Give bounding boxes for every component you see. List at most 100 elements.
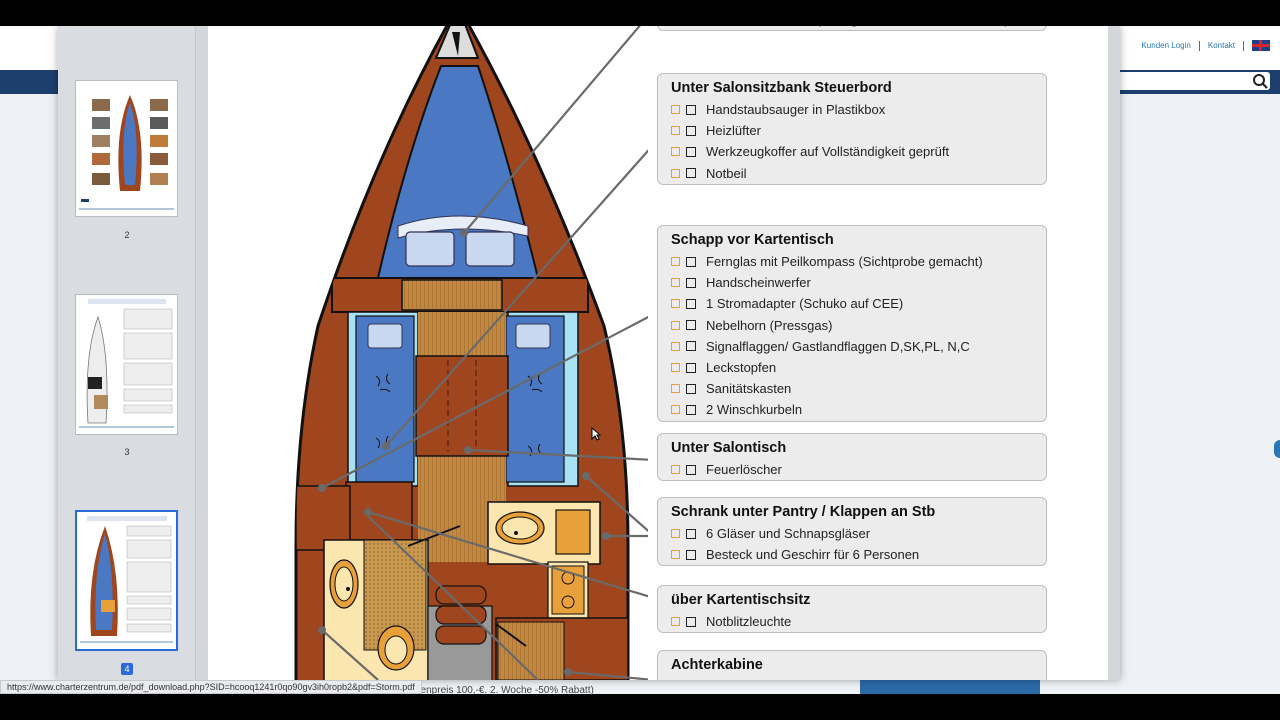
checklist-item-label: Taschenlampe und 2 Batterien in... bbox=[706, 679, 906, 680]
checkbox-icon[interactable] bbox=[686, 125, 696, 136]
checklist-item-label: 6 Gläser und Schnapsgläser bbox=[706, 526, 871, 542]
kunden-login-link[interactable]: Kunden Login bbox=[1141, 41, 1191, 50]
checklist-panel: 4 Sätze Seekarten (I- IV, geordnet, Kurs… bbox=[657, 26, 1047, 32]
checkbox-icon[interactable] bbox=[686, 256, 696, 267]
checkbox-icon[interactable] bbox=[686, 168, 696, 179]
panel-title: Unter Salontisch bbox=[671, 440, 787, 456]
checkbox-icon[interactable] bbox=[686, 616, 696, 627]
checklist-item-label: Notblitzleuchte bbox=[706, 614, 792, 630]
checkbox-icon[interactable] bbox=[686, 404, 696, 415]
panel-title: Schrank unter Pantry / Klappen an Stb bbox=[671, 504, 936, 520]
header-links: Kunden Login Kontakt bbox=[1141, 40, 1270, 51]
panel-title: über Kartentischsitz bbox=[671, 592, 811, 608]
link-separator bbox=[1198, 40, 1200, 51]
checkbox-icon[interactable] bbox=[686, 549, 696, 560]
checkbox-icon[interactable] bbox=[671, 105, 680, 115]
checkbox-icon[interactable] bbox=[671, 168, 680, 178]
status-bar-url: https://www.charterzentrum.de/pdf_downlo… bbox=[0, 680, 422, 694]
checklist-item-label: Nebelhorn (Pressgas) bbox=[706, 317, 833, 333]
kontakt-link[interactable]: Kontakt bbox=[1207, 41, 1235, 50]
thumbnail-page-4[interactable] bbox=[75, 510, 178, 651]
checklist-item-label: Leckstopfen bbox=[706, 360, 777, 376]
search-icon[interactable] bbox=[1252, 73, 1268, 89]
checklist-item: Heizlüfter bbox=[671, 120, 1046, 141]
checklist-item-label: Signalflaggen/ Gastlandflaggen D,SK,PL, … bbox=[706, 338, 970, 354]
checkbox-icon[interactable] bbox=[686, 528, 696, 539]
checkbox-icon[interactable] bbox=[671, 363, 680, 373]
checkbox-icon[interactable] bbox=[671, 617, 680, 627]
checklist-item-label: 4 Sätze Seekarten (I- IV, geordnet, Kurs… bbox=[706, 26, 1009, 27]
checklist-item-label: Handscheinwerfer bbox=[706, 275, 811, 291]
checklist-item: 1 Stromadapter (Schuko auf CEE) bbox=[671, 293, 1046, 314]
checkbox-icon[interactable] bbox=[671, 550, 680, 560]
checkbox-icon[interactable] bbox=[671, 299, 680, 309]
checkbox-icon[interactable] bbox=[686, 104, 696, 115]
checklist-item: 4 Sätze Seekarten (I- IV, geordnet, Kurs… bbox=[671, 26, 1046, 30]
checkbox-icon[interactable] bbox=[686, 277, 696, 288]
checkbox-icon[interactable] bbox=[671, 529, 680, 539]
thumbnail-page-2[interactable] bbox=[75, 80, 178, 217]
checklist-item-label: Handstaubsauger in Plastikbox bbox=[706, 102, 886, 118]
checklist-item: Signalflaggen/ Gastlandflaggen D,SK,PL, … bbox=[671, 336, 1046, 357]
checkbox-icon[interactable] bbox=[671, 257, 680, 267]
site-button[interactable] bbox=[860, 680, 1040, 694]
checklist-item: Handstaubsauger in Plastikbox bbox=[671, 99, 1046, 120]
checklist-item: Feuerlöscher bbox=[671, 459, 1046, 480]
checklist-item: Leckstopfen bbox=[671, 357, 1046, 378]
checklist-item: Notblitzleuchte bbox=[671, 611, 1046, 632]
checklist-item: 2 Winschkurbeln bbox=[671, 399, 1046, 420]
checkbox-icon[interactable] bbox=[686, 146, 696, 157]
pdf-viewer: 2 3 bbox=[58, 26, 1120, 680]
checkbox-icon[interactable] bbox=[671, 341, 680, 351]
thumbnail-sidebar[interactable]: 2 3 bbox=[58, 26, 196, 680]
checkbox-icon[interactable] bbox=[686, 464, 696, 475]
panel-title: Unter Salonsitzbank Steuerbord bbox=[671, 80, 892, 96]
checkbox-icon[interactable] bbox=[671, 405, 680, 415]
checklist-panel: Schrank unter Pantry / Klappen an Stb 6 G… bbox=[657, 497, 1047, 567]
checkbox-icon[interactable] bbox=[671, 147, 680, 157]
thumbnail-number: 3 bbox=[124, 447, 130, 457]
checklist-item-label: Besteck und Geschirr für 6 Personen bbox=[706, 547, 920, 563]
panel-title: Schapp vor Kartentisch bbox=[671, 232, 834, 248]
checklist-item-label: Feuerlöscher bbox=[706, 462, 782, 478]
panel-title: Achterkabine bbox=[671, 657, 763, 673]
thumbnail-page-3[interactable] bbox=[75, 294, 178, 435]
checklist-item: Besteck und Geschirr für 6 Personen bbox=[671, 544, 1046, 565]
checkbox-icon[interactable] bbox=[686, 341, 696, 352]
checklist-panel: AchterkabineTaschenlampe und 2 Batterien… bbox=[657, 650, 1047, 680]
checklist-item: Nebelhorn (Pressgas) bbox=[671, 315, 1046, 336]
checklist-item-label: Werkzeugkoffer auf Vollständigkeit geprü… bbox=[706, 144, 950, 160]
checklist-item: Werkzeugkoffer auf Vollständigkeit geprü… bbox=[671, 141, 1046, 162]
checklist-item: 6 Gläser und Schnapsgläser bbox=[671, 523, 1046, 544]
link-separator bbox=[1243, 40, 1244, 51]
mouse-cursor-icon bbox=[591, 427, 601, 441]
checkbox-icon[interactable] bbox=[686, 362, 696, 373]
checkbox-icon[interactable] bbox=[671, 126, 680, 136]
checkbox-icon[interactable] bbox=[686, 320, 696, 331]
checkbox-icon[interactable] bbox=[671, 465, 680, 475]
side-tab[interactable] bbox=[1274, 440, 1280, 458]
checklist-item-label: Heizlüfter bbox=[706, 123, 761, 139]
checkbox-icon[interactable] bbox=[671, 320, 680, 330]
pdf-page: 4 Sätze Seekarten (I- IV, geordnet, Kurs… bbox=[208, 26, 1108, 680]
checklist-item-label: Sanitätskasten bbox=[706, 381, 792, 397]
checklist-item: Handscheinwerfer bbox=[671, 272, 1046, 293]
checklist-item: Notbeil bbox=[671, 163, 1046, 184]
checkbox-icon[interactable] bbox=[686, 383, 696, 394]
checklist-item: Taschenlampe und 2 Batterien in... bbox=[671, 676, 1046, 680]
checkbox-icon[interactable] bbox=[686, 298, 696, 309]
boat-layout-diagram bbox=[294, 26, 648, 680]
checklist-item: Sanitätskasten bbox=[671, 378, 1046, 399]
checkbox-icon[interactable] bbox=[671, 384, 680, 394]
thumbnail-number: 2 bbox=[124, 230, 130, 240]
checklist-item-label: 2 Winschkurbeln bbox=[706, 402, 803, 418]
price-text: henpreis 100,-€. 2. Woche -50% Rabatt) bbox=[415, 685, 594, 696]
uk-flag-icon[interactable] bbox=[1252, 40, 1270, 51]
checklist-item-label: Fernglas mit Peilkompass (Sichtprobe gem… bbox=[706, 254, 983, 270]
checkbox-icon[interactable] bbox=[671, 278, 680, 288]
site-search-input[interactable] bbox=[1110, 72, 1270, 90]
